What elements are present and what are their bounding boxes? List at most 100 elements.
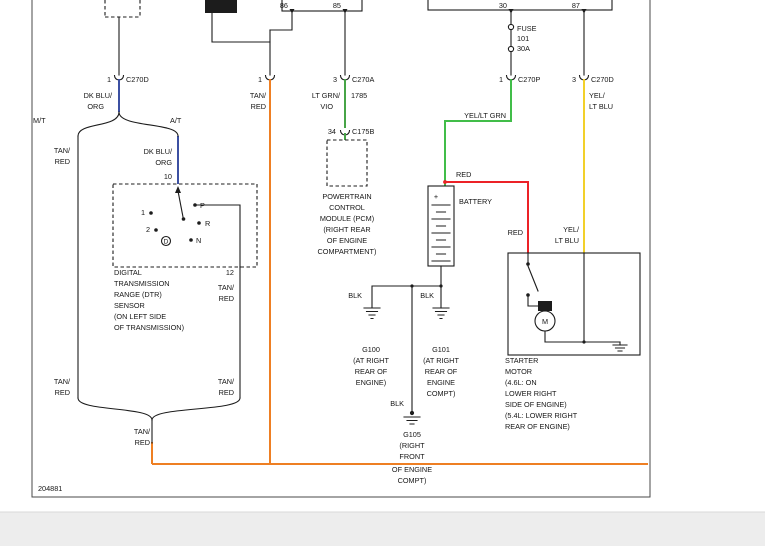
c270p-pin: 1 xyxy=(499,75,503,84)
starter-motor-box xyxy=(507,252,641,356)
svg-text:MODULE (PCM): MODULE (PCM) xyxy=(320,214,374,223)
svg-text:TRANSMISSION: TRANSMISSION xyxy=(114,279,170,288)
dtr-pin12-label: 12 xyxy=(226,268,234,277)
c270d3-pin: 3 xyxy=(572,75,576,84)
wire-label-red-v: RED xyxy=(508,228,523,237)
starter-relay-coil-box xyxy=(269,0,363,76)
svg-text:REAR OF: REAR OF xyxy=(355,367,388,376)
c270d3-name: C270D xyxy=(591,75,614,84)
pcm-box xyxy=(326,139,368,187)
wire-label-red-4: RED xyxy=(55,388,70,397)
c270a-pin: 3 xyxy=(333,75,337,84)
svg-text:(ON LEFT SIDE: (ON LEFT SIDE xyxy=(114,312,166,321)
c270a-name: C270A xyxy=(352,75,374,84)
starter-ground-icon xyxy=(612,344,628,352)
pin-30-arrow-icon xyxy=(508,9,514,14)
battery-plus: + xyxy=(434,192,438,201)
solenoid-core xyxy=(538,301,552,311)
wire-dk-blu-org xyxy=(118,79,179,184)
wire-label-lt-blu: LT BLU xyxy=(589,102,613,111)
pin-85-label: 85 xyxy=(333,1,341,10)
starter-caption: STARTER xyxy=(505,356,538,365)
c175b-pin: 34 xyxy=(328,127,336,136)
svg-text:(5.4L: LOWER RIGHT: (5.4L: LOWER RIGHT xyxy=(505,411,578,420)
pin-30-label: 30 xyxy=(499,1,507,10)
wire-label-red-3: RED xyxy=(219,294,234,303)
dtr-sensor-box xyxy=(112,183,258,399)
dtr-position-d-circle xyxy=(160,235,172,247)
dtr-pos-p: P xyxy=(200,201,205,210)
wire-label-red: RED xyxy=(251,102,266,111)
svg-text:(RIGHT REAR: (RIGHT REAR xyxy=(323,225,370,234)
g100-caption: G100 xyxy=(362,345,380,354)
wire-label-red-2: RED xyxy=(55,157,70,166)
dtr-pin10-arrow-icon xyxy=(175,186,181,193)
svg-text:OF ENGINE: OF ENGINE xyxy=(327,236,367,245)
svg-text:(AT RIGHT: (AT RIGHT xyxy=(423,356,459,365)
c270d1-name: C270D xyxy=(126,75,149,84)
pin-87-label: 87 xyxy=(572,1,580,10)
wire-label-tan-6: TAN/ xyxy=(134,427,151,436)
svg-text:OF ENGINE: OF ENGINE xyxy=(392,465,432,474)
wire-red xyxy=(443,180,529,253)
wire-label-org: ORG xyxy=(87,102,104,111)
starter-relay-contact-box xyxy=(427,0,613,76)
wire-merge-brace xyxy=(77,397,241,444)
svg-text:LOWER RIGHT: LOWER RIGHT xyxy=(505,389,557,398)
wire-label-yel: YEL/ xyxy=(589,91,606,100)
diagram-id: 204881 xyxy=(38,484,62,493)
wire-label-tan-5: TAN/ xyxy=(218,377,235,386)
page-bottom-strip xyxy=(0,512,765,546)
mt-at-split xyxy=(77,111,179,399)
svg-text:COMPARTMENT): COMPARTMENT) xyxy=(318,247,377,256)
dtr-caption: DIGITAL xyxy=(114,268,142,277)
svg-text:COMPT): COMPT) xyxy=(398,476,427,485)
diagram-border xyxy=(31,0,651,498)
svg-text:REAR OF: REAR OF xyxy=(425,367,458,376)
ground-g105-icon xyxy=(403,410,421,425)
wire-label-blk-3: BLK xyxy=(390,399,404,408)
fuse-name: FUSE xyxy=(517,24,537,33)
svg-text:ENGINE: ENGINE xyxy=(427,378,455,387)
dtr-pin10-label: 10 xyxy=(164,172,172,181)
fuse-101-symbol xyxy=(507,23,515,76)
fuse-rating: 30A xyxy=(517,44,530,53)
dtr-pos-n: N xyxy=(196,236,201,245)
pin-86-arrow-icon xyxy=(289,9,295,14)
wire-label-blk-1: BLK xyxy=(348,291,362,300)
wire-label-red-5: RED xyxy=(219,388,234,397)
wire-label-org-2: ORG xyxy=(155,158,172,167)
dtr-pos-r: R xyxy=(205,219,210,228)
wire-label-red-6: RED xyxy=(135,438,150,447)
fuse-number: 101 xyxy=(517,34,529,43)
wire-yel-lt-grn xyxy=(444,79,512,186)
c270d1-pin: 1 xyxy=(107,75,111,84)
svg-text:(AT RIGHT: (AT RIGHT xyxy=(353,356,389,365)
wire-label-vio: VIO xyxy=(320,102,333,111)
inline1-pin: 1 xyxy=(258,75,262,84)
ground-g101-icon xyxy=(432,307,450,320)
wire-label-blk-2: BLK xyxy=(420,291,434,300)
wire-label-tan-2: TAN/ xyxy=(54,146,71,155)
svg-text:COMPT): COMPT) xyxy=(427,389,456,398)
wire-label-dk-blu-2: DK BLU/ xyxy=(144,147,173,156)
mt-label: M/T xyxy=(33,116,46,125)
battery-symbol xyxy=(371,185,455,413)
svg-text:FRONT: FRONT xyxy=(399,452,425,461)
wire-label-tan-3: TAN/ xyxy=(218,283,235,292)
ground-g100-icon xyxy=(363,307,381,320)
circuit-1785: 1785 xyxy=(351,91,367,100)
pcm-caption: POWERTRAIN xyxy=(322,192,371,201)
wire-label-yel-lt-grn: YEL/LT GRN xyxy=(464,111,506,120)
g101-caption: G101 xyxy=(432,345,450,354)
c270p-name: C270P xyxy=(518,75,540,84)
g105-caption: G105 xyxy=(403,430,421,439)
svg-text:(4.6L: ON: (4.6L: ON xyxy=(505,378,537,387)
pin-87-arrow-icon xyxy=(581,9,587,14)
svg-text:RANGE (DTR): RANGE (DTR) xyxy=(114,290,162,299)
svg-text:(RIGHT: (RIGHT xyxy=(399,441,425,450)
svg-text:REAR OF ENGINE): REAR OF ENGINE) xyxy=(505,422,570,431)
svg-text:OF TRANSMISSION): OF TRANSMISSION) xyxy=(114,323,184,332)
svg-text:SIDE OF ENGINE): SIDE OF ENGINE) xyxy=(505,400,567,409)
